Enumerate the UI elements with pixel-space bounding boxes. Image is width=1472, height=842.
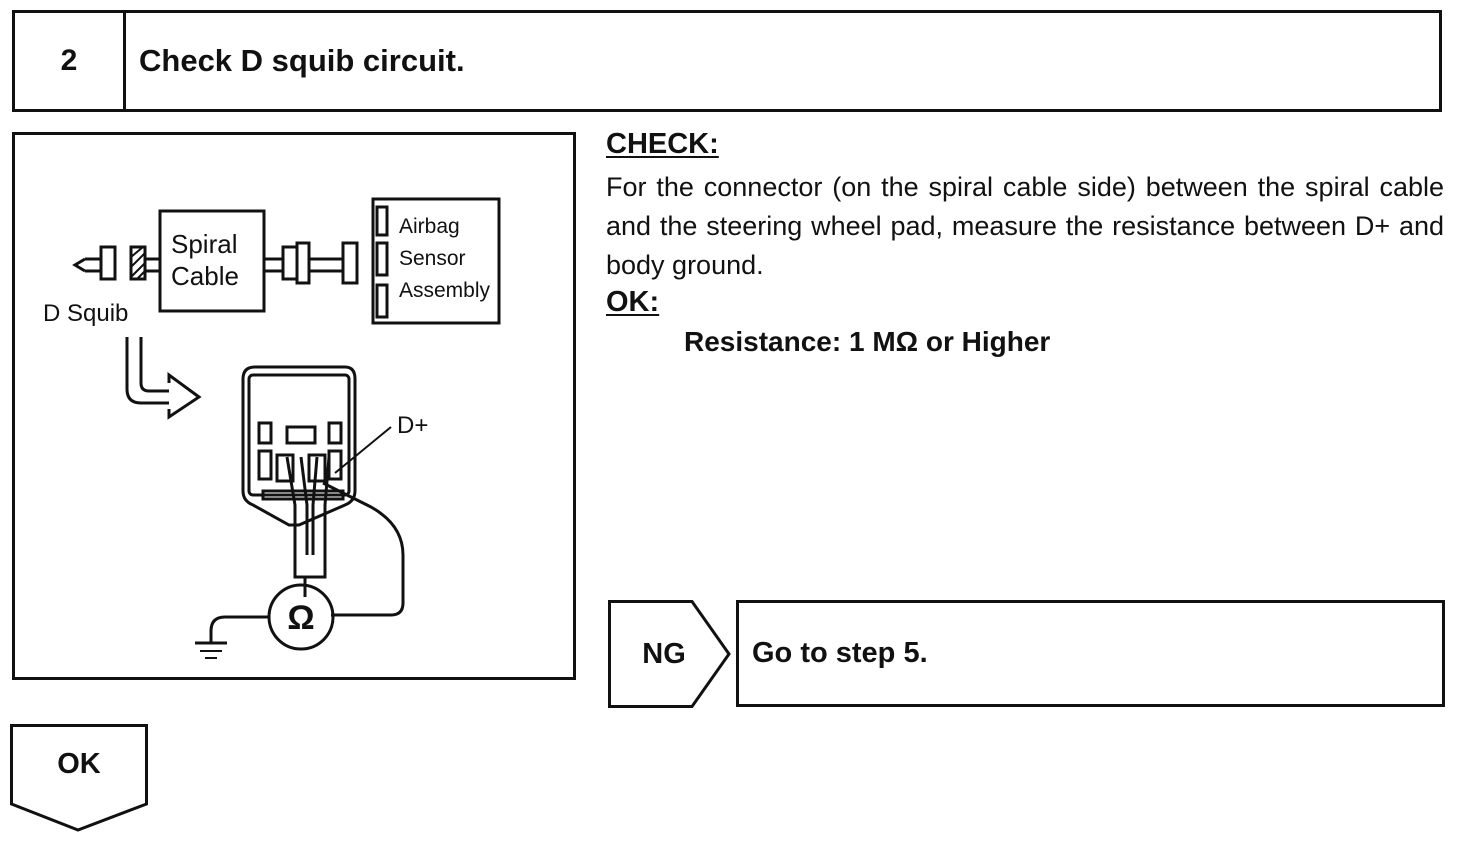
step-header: 2 Check D squib circuit. [12, 10, 1442, 112]
squib-tip [72, 257, 86, 273]
airbag-sensor-box [371, 197, 501, 325]
ok-label: OK: [606, 286, 660, 318]
ng-action: Go to step 5. [736, 600, 1445, 707]
spiral-cable-box [158, 209, 266, 313]
probe-ground [285, 456, 297, 555]
diagram-svg: Spiral Cable Airbag Sensor Assembly D Sq… [43, 197, 501, 659]
ohm-symbol: Ω [287, 599, 314, 637]
d-squib-label: D Squib [43, 300, 128, 327]
connector-body [241, 365, 357, 527]
check-instructions: For the connector (on the spiral cable s… [606, 172, 1444, 280]
step-title: Check D squib circuit. [139, 43, 465, 78]
check-label: CHECK: [606, 128, 719, 160]
step-number: 2 [15, 13, 126, 109]
airbag-label-1: Airbag [399, 215, 460, 238]
spiral-cable-label-2: Cable [171, 261, 239, 291]
ng-arrow-shape [608, 600, 731, 708]
ng-label: NG [642, 637, 686, 670]
lead-wire [322, 481, 405, 617]
spiral-cable-label-1: Spiral [171, 229, 237, 259]
squib-plug [99, 245, 117, 281]
airbag-label-2: Sensor [399, 247, 466, 270]
ok-arrow-shape [10, 724, 148, 832]
probe-d-plus [311, 456, 319, 555]
airbag-label-3: Assembly [399, 279, 491, 302]
wiring-diagram: Spiral Cable Airbag Sensor Assembly D Sq… [12, 132, 576, 680]
ok-spec-value: Resistance: 1 MΩ or Higher [684, 326, 1051, 357]
ok-arrow-label: OK [57, 747, 101, 780]
arrow-down [125, 337, 169, 405]
d-plus-label: D+ [397, 412, 428, 439]
